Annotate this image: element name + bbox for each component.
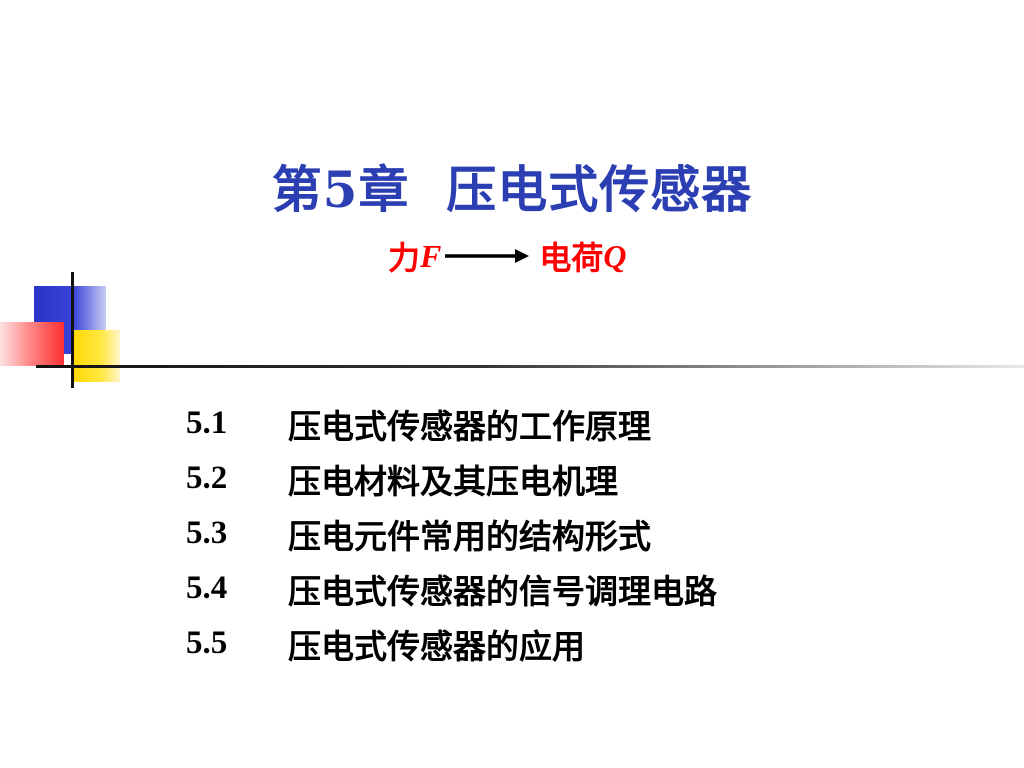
table-of-contents: 5.1 压电式传感器的工作原理 5.2 压电材料及其压电机理 5.3 压电元件常… (186, 396, 717, 671)
decorative-yellow-block (72, 330, 120, 382)
toc-text: 压电式传感器的工作原理 (288, 406, 651, 446)
force-label: 力 (388, 239, 421, 277)
decorative-red-block (0, 322, 64, 366)
toc-text: 压电材料及其压电机理 (288, 461, 618, 501)
toc-number: 5.3 (186, 515, 228, 551)
toc-number: 5.4 (186, 570, 228, 606)
toc-item: 5.4 压电式传感器的信号调理电路 (186, 561, 717, 616)
decorative-vertical-line (71, 272, 74, 388)
charge-label: 电荷 (539, 239, 604, 277)
force-variable: F (420, 237, 442, 274)
toc-item: 5.2 压电材料及其压电机理 (186, 451, 717, 506)
toc-item: 5.3 压电元件常用的结构形式 (186, 506, 717, 561)
right-arrow-icon (445, 249, 530, 263)
toc-text: 压电元件常用的结构形式 (288, 516, 651, 556)
toc-number: 5.5 (186, 625, 228, 661)
charge-variable: Q (603, 237, 627, 274)
toc-number: 5.2 (186, 460, 228, 496)
decorative-horizontal-rule (36, 365, 1024, 368)
toc-number: 5.1 (186, 405, 228, 441)
slide-title: 第5章 压电式传感器 (271, 160, 753, 219)
toc-item: 5.5 压电式传感器的应用 (186, 616, 717, 671)
toc-text: 压电式传感器的应用 (288, 626, 585, 666)
toc-text: 压电式传感器的信号调理电路 (288, 571, 717, 611)
toc-item: 5.1 压电式传感器的工作原理 (186, 396, 717, 451)
